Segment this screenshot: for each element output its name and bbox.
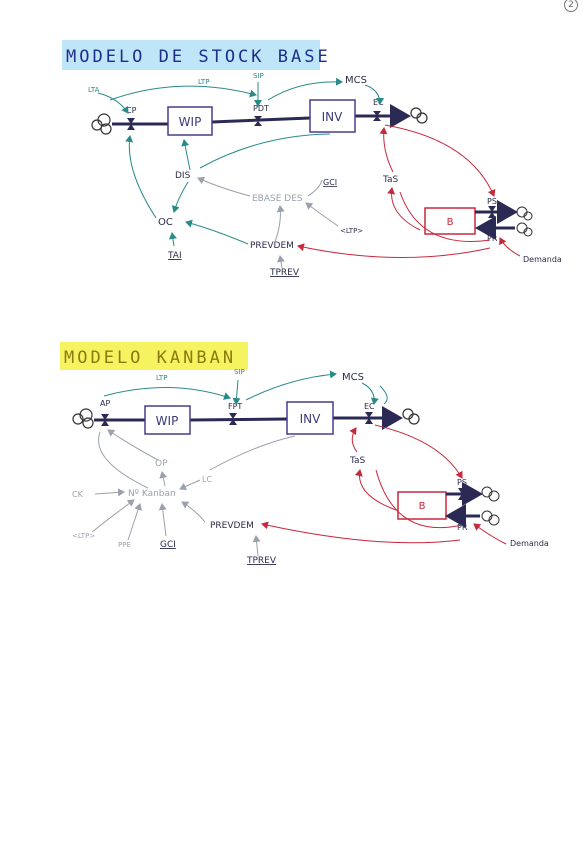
flow-label: PR: [457, 523, 468, 532]
parameter-label: GCI: [323, 178, 337, 187]
parameter-label: LTP: [198, 78, 209, 86]
stock-wip: [167, 106, 213, 136]
sink-cloud-icon: [481, 486, 500, 502]
causal-links-teal: [97, 77, 384, 247]
valve-icon: [254, 116, 262, 126]
parameter-label: PPE: [118, 541, 131, 549]
stock-label: WIP: [179, 115, 202, 129]
valve-icon: [229, 413, 237, 425]
sink-cloud-icon: [402, 408, 420, 425]
valve-icon: [101, 414, 109, 426]
valve-icon: [488, 206, 496, 218]
causal-links-red: [297, 124, 521, 258]
flow-label: CP: [126, 106, 137, 115]
variable-label: Nº Kanban: [128, 489, 176, 499]
stock-label: WIP: [156, 414, 179, 428]
valve-icon: [458, 510, 466, 522]
flow-label: EC: [364, 402, 375, 411]
causal-links-gray: [197, 176, 339, 269]
variable-label: EBASE DES: [252, 194, 303, 204]
flow-label: PDT: [253, 104, 269, 113]
parameter-label: <LTP>: [72, 532, 95, 540]
valve-icon: [127, 118, 135, 130]
parameter-label: LTP: [156, 374, 167, 382]
valve-icon: [365, 412, 373, 424]
section-kanban: MODELO KANBAN WIP INV B AP FPT EC PS: [60, 342, 549, 566]
sink-cloud-icon: [410, 107, 428, 124]
title-highlight: [62, 40, 320, 70]
variable-label: MCS: [342, 372, 364, 383]
source-cloud-icon: [481, 510, 500, 526]
parameter-label: SIP: [234, 368, 245, 376]
stock-label: INV: [300, 412, 322, 426]
flow-label: AP: [100, 399, 110, 408]
flow-label: PS: [487, 197, 497, 206]
causal-links-red: [261, 424, 507, 545]
variable-label: OC: [158, 217, 173, 228]
stock-label: INV: [322, 110, 344, 124]
flow-pipe: [211, 116, 311, 124]
causal-links-teal: [103, 370, 388, 405]
stock-label: B: [447, 217, 454, 228]
parameter-label: TAI: [167, 251, 182, 261]
section-stock-base: MODELO DE STOCK BASE WIP INV B: [62, 40, 562, 278]
valve-icon: [373, 111, 381, 121]
flow-label: FPT: [228, 402, 242, 411]
title-highlight: [60, 342, 248, 370]
flow-pipe: [189, 417, 288, 422]
variable-label: TaS: [382, 175, 399, 185]
causal-links-gray: [91, 429, 296, 557]
source-cloud-icon: [91, 113, 112, 135]
parameter-label: TPREV: [269, 268, 300, 278]
variable-label: PREVDEM: [210, 521, 254, 531]
flow-label: EC: [373, 98, 384, 107]
parameter-label: LTA: [88, 86, 100, 94]
stock-label: B: [419, 501, 426, 512]
variable-label: DIS: [175, 171, 191, 181]
source-cloud-icon: [516, 222, 533, 237]
stock-inv: [286, 401, 334, 435]
flow-label: PR: [487, 234, 498, 243]
parameter-label: Demanda: [523, 255, 562, 264]
stock-wip: [144, 405, 191, 435]
flow-label: PS: [457, 478, 467, 487]
section-title: MODELO DE STOCK BASE: [66, 47, 331, 67]
parameter-label: TPREV: [246, 556, 277, 566]
variable-label: OP: [155, 459, 168, 469]
parameter-label: CK: [72, 490, 84, 499]
parameter-label: <LTP>: [340, 227, 363, 235]
parameter-label: GCI: [160, 540, 176, 550]
valve-icon: [458, 488, 466, 500]
sink-cloud-icon: [516, 206, 533, 221]
parameter-label: LC: [202, 475, 212, 484]
section-title: MODELO KANBAN: [64, 348, 236, 368]
source-cloud-icon: [72, 408, 94, 429]
variable-label: MCS: [345, 75, 367, 86]
parameter-label: SIP: [253, 72, 264, 80]
variable-label: PREVDEM: [250, 241, 294, 251]
parameter-label: Demanda: [510, 539, 549, 548]
stock-inv: [309, 99, 356, 133]
variable-label: TaS: [349, 456, 366, 466]
valve-icon: [488, 222, 496, 234]
page-number: 2: [564, 0, 578, 12]
